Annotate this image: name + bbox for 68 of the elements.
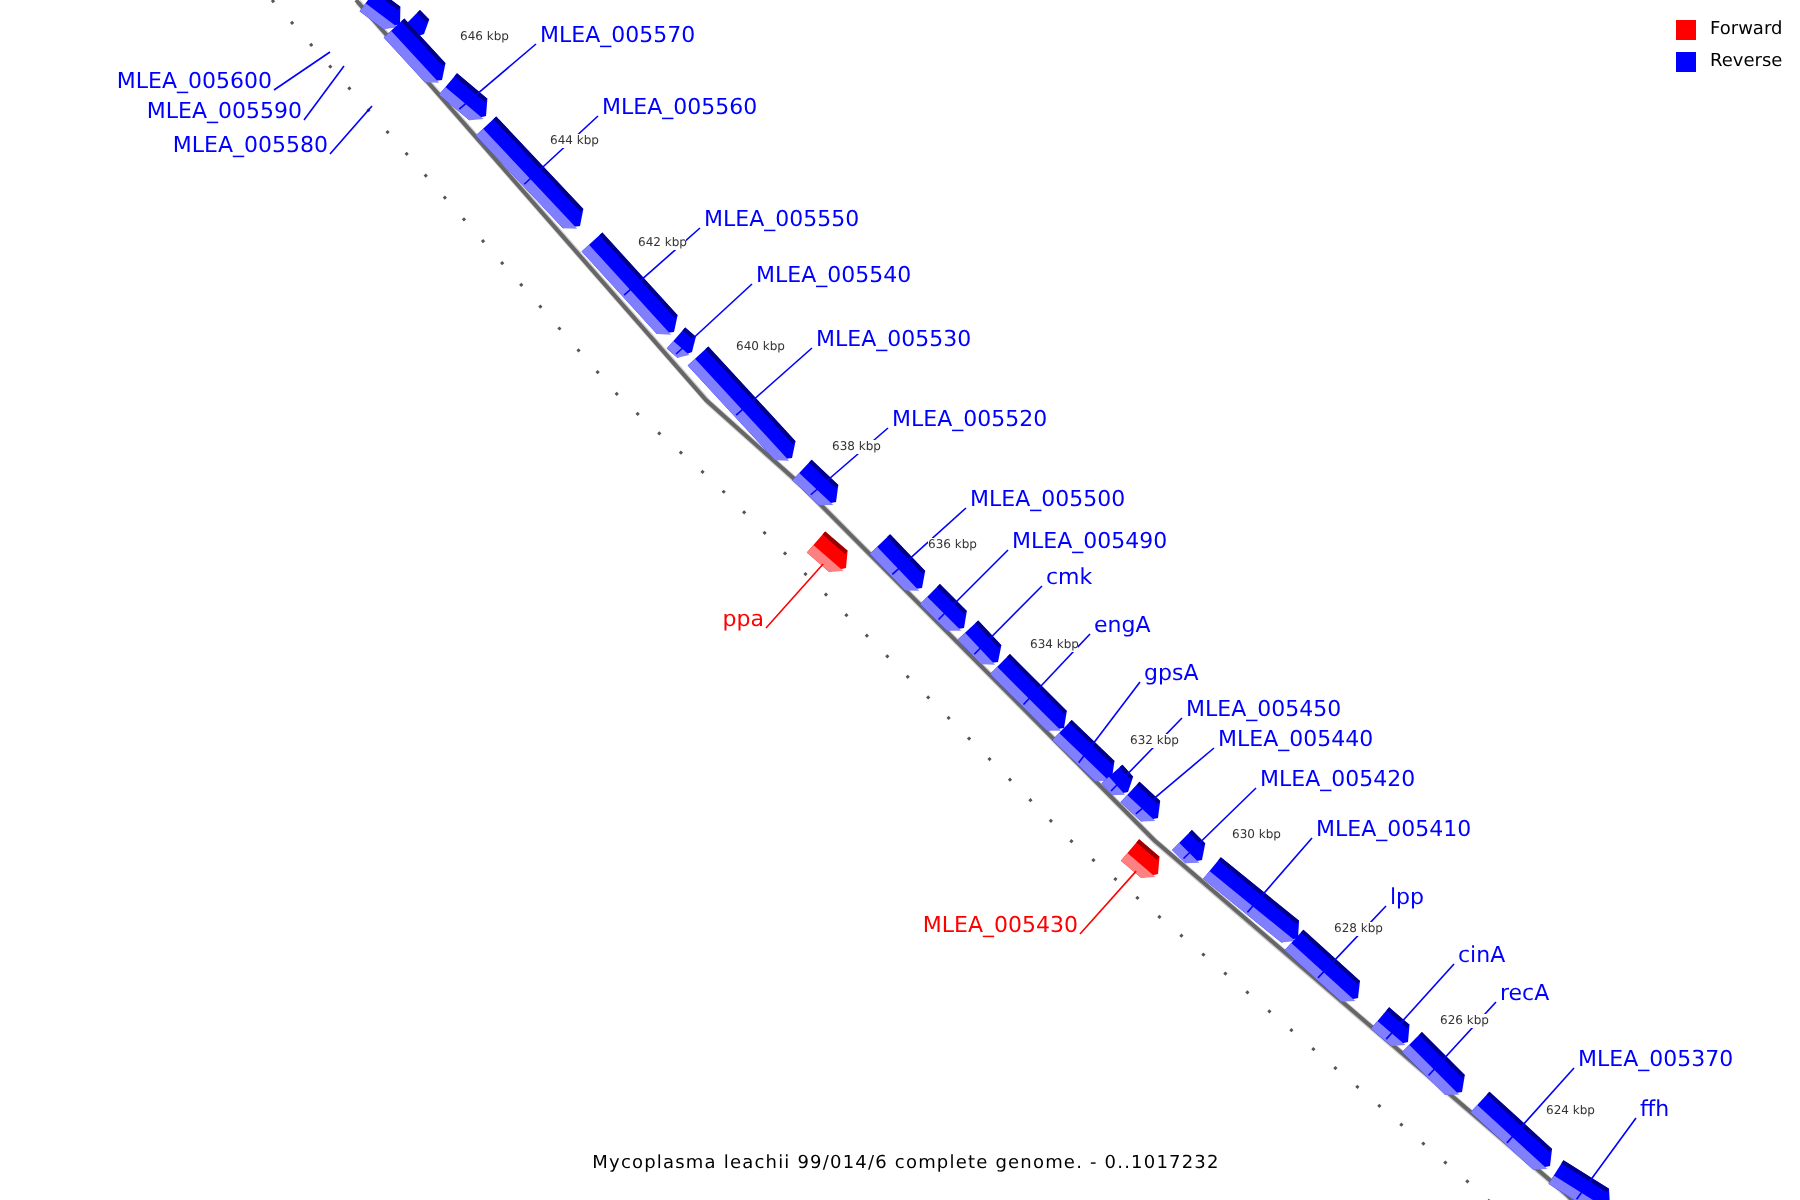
leader-line xyxy=(937,549,1009,621)
caption: Mycoplasma leachii 99/014/6 complete genome. - 0..1017232 xyxy=(590,1154,1222,1174)
leader-line xyxy=(1506,1067,1575,1144)
gene-feature xyxy=(990,654,1067,731)
gene-feature xyxy=(1548,1160,1610,1200)
leader-line xyxy=(765,563,824,629)
gene-label: MLEA_005590 xyxy=(146,98,302,124)
leader-line xyxy=(329,105,373,155)
gene-label: MLEA_005570 xyxy=(540,22,696,48)
gene-label: MLEA_005370 xyxy=(1578,1046,1734,1072)
gene-label: engA xyxy=(1094,612,1151,638)
gene-feature xyxy=(383,18,446,83)
gene-label: ppa xyxy=(722,606,764,632)
gene-feature xyxy=(957,620,1002,665)
gene-feature xyxy=(1370,1007,1410,1047)
gene-feature xyxy=(666,327,696,358)
gene-feature xyxy=(1052,719,1115,782)
gene-label: MLEA_005530 xyxy=(816,326,972,352)
leader-line xyxy=(1077,681,1141,764)
leader-line xyxy=(1385,963,1455,1040)
gene-label: MLEA_005450 xyxy=(1186,696,1342,722)
gene-label: MLEA_005560 xyxy=(602,94,758,120)
leader-line xyxy=(623,227,701,296)
gene-feature xyxy=(1101,764,1134,796)
gene-label: MLEA_005550 xyxy=(704,206,860,232)
gene-label: MLEA_005500 xyxy=(970,486,1126,512)
leader-line xyxy=(973,585,1043,655)
leader-line xyxy=(458,43,537,110)
gene-label: cmk xyxy=(1046,564,1093,590)
leader-line xyxy=(1182,787,1257,860)
gene-label: cinA xyxy=(1458,942,1506,968)
legend-label: Forward xyxy=(1710,18,1783,42)
leader-line xyxy=(303,65,345,121)
gene-label: MLEA_005520 xyxy=(892,406,1048,432)
leader-line xyxy=(1079,870,1137,935)
gene-label: MLEA_005490 xyxy=(1012,528,1168,554)
gene-feature xyxy=(1402,1032,1465,1095)
gene-feature xyxy=(806,531,848,573)
gene-feature xyxy=(1284,929,1360,1002)
leader-line xyxy=(675,283,753,355)
gene-label: MLEA_005430 xyxy=(922,912,1078,938)
gene-feature xyxy=(1120,839,1160,879)
legend-label: Reverse xyxy=(1710,50,1783,74)
gene-label: gpsA xyxy=(1144,660,1199,686)
gene-label: recA xyxy=(1500,980,1550,1006)
gene-feature xyxy=(1120,781,1161,822)
gene-feature xyxy=(792,459,839,506)
gene-label: MLEA_005580 xyxy=(172,132,328,158)
leader-line xyxy=(1575,1117,1637,1200)
gene-feature xyxy=(439,73,488,121)
gene-label: MLEA_005600 xyxy=(116,68,272,94)
leader-line xyxy=(1246,837,1313,914)
gene-label: ffh xyxy=(1640,1096,1670,1122)
gene-feature xyxy=(920,584,967,631)
leader-line xyxy=(1135,747,1215,815)
gene-label: MLEA_005420 xyxy=(1260,766,1416,792)
gene-feature xyxy=(359,0,401,30)
leader-line xyxy=(1022,633,1091,706)
gene-label: MLEA_005440 xyxy=(1218,726,1374,752)
gene-label: lpp xyxy=(1390,884,1425,910)
leader-line xyxy=(891,507,967,576)
gene-feature xyxy=(1203,857,1300,943)
gene-feature xyxy=(1172,830,1206,864)
gene-feature xyxy=(869,534,926,591)
gene-label: MLEA_005540 xyxy=(756,262,912,288)
gene-label: MLEA_005410 xyxy=(1316,816,1472,842)
leader-line xyxy=(273,51,331,91)
leader-line xyxy=(735,347,813,416)
